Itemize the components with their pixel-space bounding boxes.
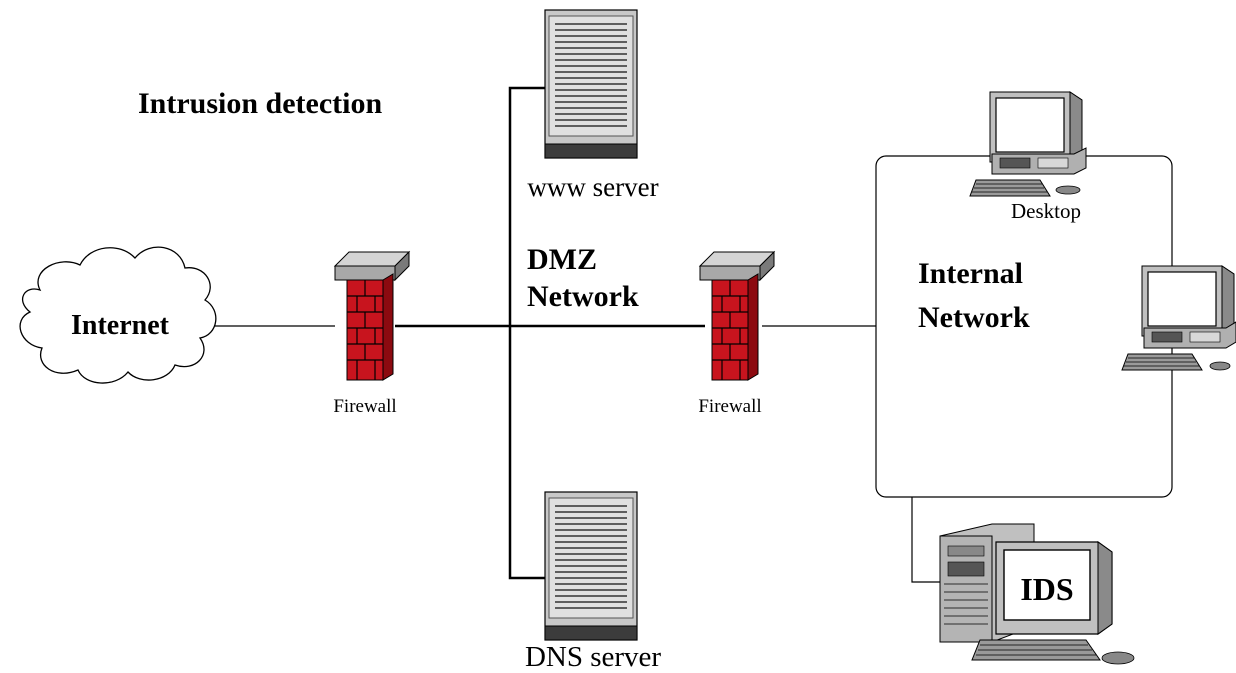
ids-workstation: IDS xyxy=(939,523,1135,665)
desktop-computer-icon xyxy=(969,91,1087,197)
server-icon xyxy=(544,491,638,641)
internet-cloud: Internet xyxy=(19,246,217,384)
firewall-left-label: Firewall xyxy=(333,396,396,417)
desktop-label: Desktop xyxy=(1011,199,1081,223)
cloud-icon xyxy=(19,246,217,384)
firewall-icon xyxy=(698,250,776,381)
firewall-right-label: Firewall xyxy=(698,396,761,417)
dns-server: DNS server xyxy=(525,491,661,673)
dmz-label-line2: Network xyxy=(527,280,639,313)
firewall-icon xyxy=(333,250,411,381)
desktop-computer-top: Desktop xyxy=(969,91,1087,223)
desktop-computer-right xyxy=(1121,265,1236,371)
dns-server-label: DNS server xyxy=(525,641,661,673)
firewall-right: Firewall xyxy=(698,250,776,417)
firewall-left: Firewall xyxy=(333,250,411,417)
internal-network-label-line1: Internal xyxy=(918,257,1023,290)
diagram-title: Intrusion detection xyxy=(138,87,382,120)
link-dmz-dns xyxy=(508,326,545,580)
internal-network-label-line2: Network xyxy=(918,301,1030,334)
dmz-label-line1: DMZ xyxy=(527,243,597,276)
www-server: www server xyxy=(527,9,659,202)
www-server-label: www server xyxy=(527,172,658,202)
link-dmz-www xyxy=(508,86,545,326)
ids-workstation-icon xyxy=(939,523,1135,665)
desktop-computer-icon xyxy=(1121,265,1236,371)
ids-label: IDS xyxy=(1020,571,1073,607)
server-icon xyxy=(544,9,638,159)
internet-label: Internet xyxy=(71,310,170,341)
link-internal-ids xyxy=(911,497,940,583)
